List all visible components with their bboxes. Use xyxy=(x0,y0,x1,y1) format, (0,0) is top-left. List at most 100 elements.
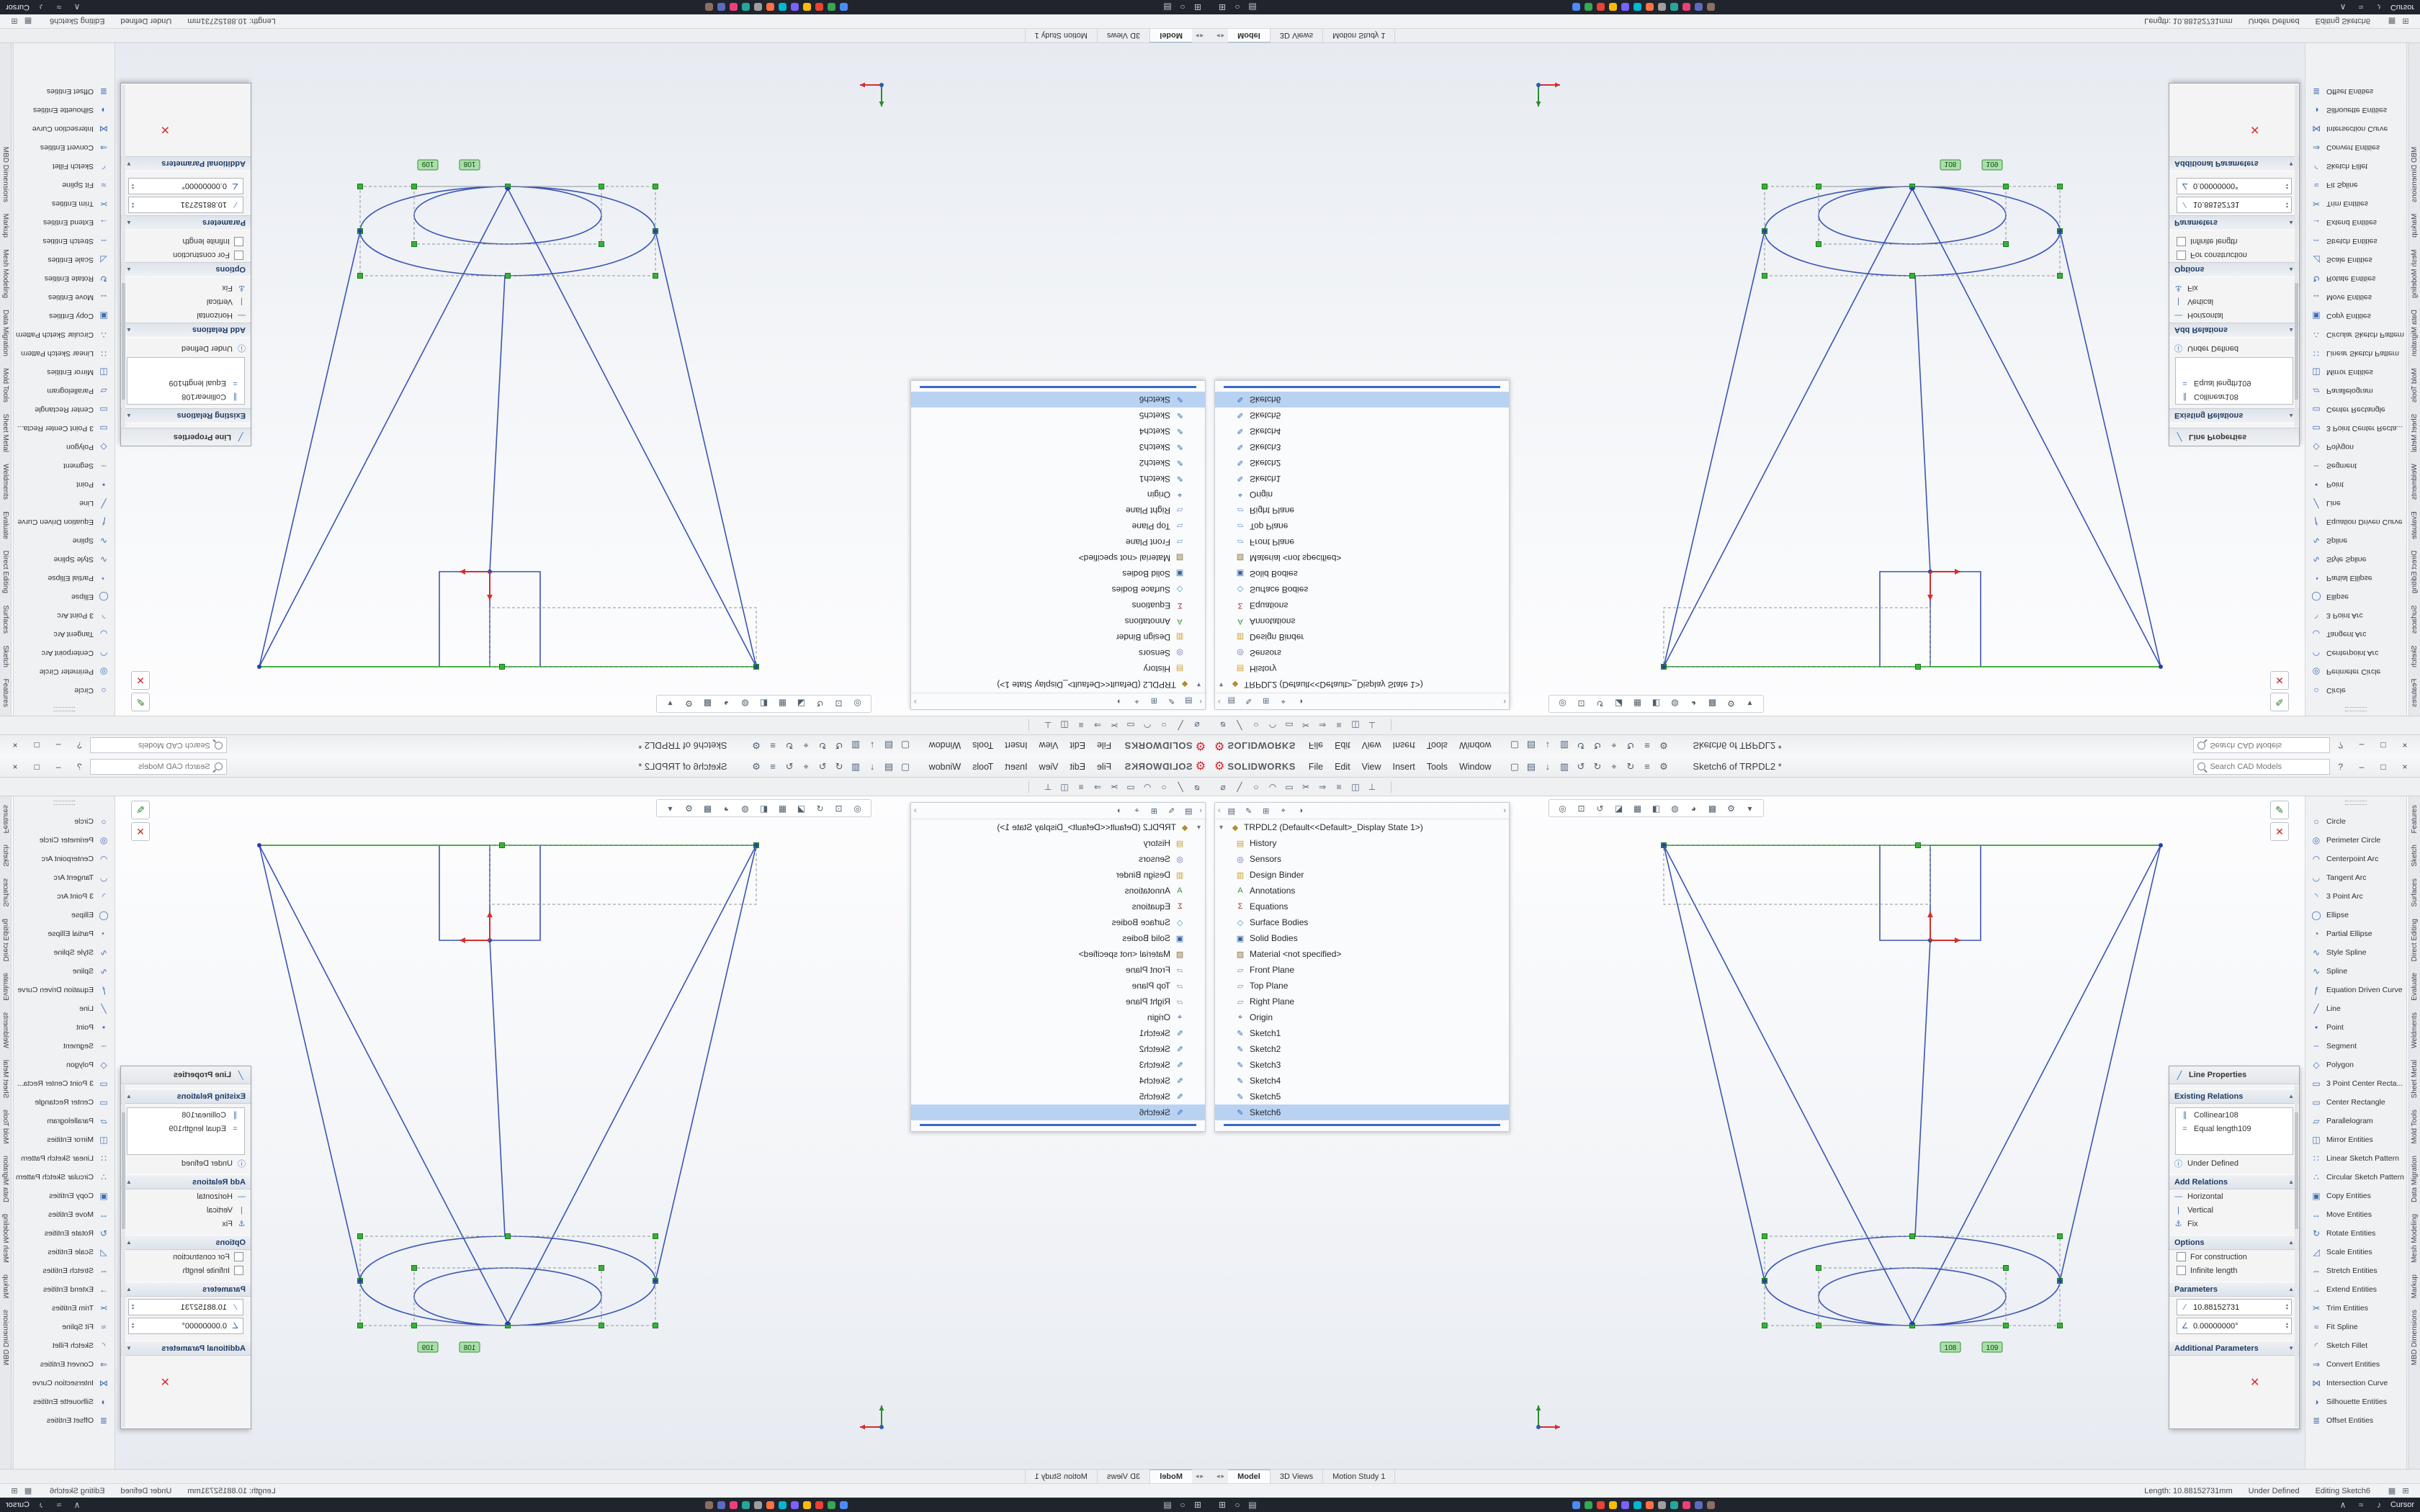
tree-item-front-plane[interactable]: ▱Front Plane xyxy=(1215,962,1509,978)
sketch-tool-button-extend-entities[interactable]: →Extend Entities xyxy=(14,213,115,232)
spinner-icon[interactable]: ▴▾ xyxy=(132,1321,135,1330)
taskbar-app-icon-app-10[interactable] xyxy=(729,1500,738,1509)
document-tab-motion-study-1[interactable]: Motion Study 1 xyxy=(1323,29,1396,42)
add-relation-button-vertical-relation[interactable]: |Vertical xyxy=(121,295,251,309)
taskbar-app-icon-app-7[interactable] xyxy=(1646,1500,1654,1509)
menu-item-insert[interactable]: Insert xyxy=(1005,761,1028,772)
toolbar-icon-file-properties[interactable]: ≡ xyxy=(770,740,776,751)
tree-item-history[interactable]: ▤History xyxy=(911,661,1205,677)
propertymanager-tab-icon[interactable]: ✎ xyxy=(1245,806,1252,816)
dimxpert-tab-icon[interactable]: ⌖ xyxy=(1134,806,1139,815)
status-icon-units[interactable]: ⊞ xyxy=(11,17,18,25)
panel-scrollbar[interactable] xyxy=(122,85,125,427)
parameter-field-angle-parameter[interactable]: ∠0.00000000°▴▾ xyxy=(128,178,243,194)
option-row-infinite-length[interactable]: Infinite length xyxy=(2169,235,2299,248)
relation-row-equal-length-relation[interactable]: =Equal length109 xyxy=(127,1122,244,1135)
sketch-tool-button-convert-entities[interactable]: ⇒Convert Entities xyxy=(2305,1355,2406,1374)
command-tab-data-migration[interactable]: Data Migration xyxy=(2411,1155,2419,1202)
sketch-tool-button-silhouette-entities[interactable]: ◑Silhouette Entities xyxy=(2305,1392,2406,1411)
parameter-field-angle-parameter[interactable]: ∠0.00000000°▴▾ xyxy=(128,1318,243,1334)
sketch-tool-button-polygon[interactable]: ◇Polygon xyxy=(14,438,115,456)
view-icon-expand[interactable]: ▾ xyxy=(1747,698,1752,709)
taskbar-app-icon-app-7[interactable] xyxy=(766,1500,774,1509)
options-header[interactable]: Options ▲ xyxy=(121,1235,251,1250)
toolbar-icon-open[interactable]: ▤ xyxy=(884,760,894,772)
view-icon-hide-show-items[interactable]: ◍ xyxy=(741,698,749,709)
command-tab-mbd-dimensions[interactable]: MBD Dimensions xyxy=(2411,1309,2419,1366)
taskbar-app-icon-app-5[interactable] xyxy=(790,1500,799,1509)
taskbar-app-icon-app-7[interactable] xyxy=(766,3,774,12)
command-icon-trim[interactable]: ✂ xyxy=(1301,781,1310,792)
view-icon-hide-show-items[interactable]: ◍ xyxy=(741,803,749,814)
status-icon-units[interactable]: ⊞ xyxy=(2402,17,2409,25)
tree-item-sketch3[interactable]: ✎Sketch3 xyxy=(911,1057,1205,1073)
sketch-tool-button-parallelogram[interactable]: ▱Parallelogram xyxy=(2305,382,2406,400)
view-icon-display-style[interactable]: ◧ xyxy=(759,698,768,709)
featuremanager-tab-icon[interactable]: ▤ xyxy=(1185,806,1193,816)
document-tab-3d-views[interactable]: 3D Views xyxy=(1096,1470,1150,1483)
sketch-canvas[interactable]: 108 109 xyxy=(252,82,900,708)
add-relations-header[interactable]: Add Relations ▲ xyxy=(2169,1174,2299,1189)
toolbar-icon-undo[interactable]: ↺ xyxy=(1577,760,1585,772)
tree-item-front-plane[interactable]: ▱Front Plane xyxy=(911,962,1205,978)
command-tab-data-migration[interactable]: Data Migration xyxy=(1,310,9,357)
tree-item-origin[interactable]: ⌖Origin xyxy=(1215,1009,1509,1025)
sketch-tool-button-copy-entities[interactable]: ▣Copy Entities xyxy=(2305,307,2406,325)
document-tab-3d-views[interactable]: 3D Views xyxy=(1096,29,1150,42)
command-tab-evaluate[interactable]: Evaluate xyxy=(2411,511,2419,540)
graphics-area[interactable]: ◎⊡↺◪▦◧◍◕▩⚙▾ xyxy=(1210,43,2420,716)
document-tab-model[interactable]: Model xyxy=(1228,1470,1270,1483)
toolbar-icon-rebuild[interactable]: ↻ xyxy=(785,740,794,752)
taskbar-app-icon-app-6[interactable] xyxy=(1634,1500,1642,1509)
taskbar-app-icon-app-11[interactable] xyxy=(1695,3,1703,12)
add-relation-button-vertical-relation[interactable]: |Vertical xyxy=(2169,1203,2299,1217)
command-tab-surfaces[interactable]: Surfaces xyxy=(1,605,9,634)
sketch-tool-button-offset-entities[interactable]: ≣Offset Entities xyxy=(14,82,115,101)
sketch-tool-button-rotate-entities[interactable]: ↻Rotate Entities xyxy=(14,1224,115,1243)
document-tab-model[interactable]: Model xyxy=(1150,1470,1192,1483)
sketch-tool-button-spline[interactable]: ∿Spline xyxy=(14,531,115,550)
relation-row-collinear-relation[interactable]: ∥Collinear108 xyxy=(127,390,244,404)
taskbar-app-icon-app-5[interactable] xyxy=(1621,1500,1630,1509)
configurationmanager-tab-icon[interactable]: ⊞ xyxy=(1263,696,1270,706)
sketch-tool-button-trim-entities[interactable]: ✂Trim Entities xyxy=(2305,194,2406,213)
view-icon-edit-appearance[interactable]: ◕ xyxy=(1690,698,1697,709)
tree-item-surface-bodies[interactable]: ◇Surface Bodies xyxy=(1215,582,1509,598)
add-relation-button-fix-relation[interactable]: ⚓Fix xyxy=(121,282,251,295)
sketch-points[interactable] xyxy=(257,843,758,1326)
option-row-for-construction[interactable]: For construction xyxy=(2169,248,2299,262)
tree-item-design-binder[interactable]: ▥Design Binder xyxy=(1215,867,1509,883)
existing-relations-header[interactable]: Existing Relations ▲ xyxy=(121,1089,251,1104)
command-tab-markup[interactable]: Markup xyxy=(1,214,9,238)
view-icon-display-style[interactable]: ◧ xyxy=(1652,803,1661,814)
sketch-geometry[interactable] xyxy=(259,845,757,1326)
view-icon-zoom-fit[interactable]: ◎ xyxy=(1559,803,1567,814)
flyout-expand-right-icon[interactable]: › xyxy=(1503,697,1506,706)
sketch-tool-button-mirror-entities[interactable]: ◫Mirror Entities xyxy=(14,1130,115,1149)
existing-relations-list[interactable]: ∥Collinear108=Equal length109 xyxy=(2175,1107,2293,1155)
document-tab-3d-views[interactable]: 3D Views xyxy=(1270,29,1324,42)
add-relation-button-vertical-relation[interactable]: |Vertical xyxy=(2169,295,2299,309)
toolbar-icon-redo[interactable]: ↻ xyxy=(1593,760,1602,772)
taskbar-app-icon-app-9[interactable] xyxy=(741,3,750,12)
command-tab-direct-editing[interactable]: Direct Editing xyxy=(1,918,9,961)
taskbar-app-icon-app-11[interactable] xyxy=(717,3,725,12)
sketch-tool-button-three-point-center-rectangle[interactable]: ▭3 Point Center Recta... xyxy=(14,1074,115,1093)
sketch-tool-button-centerpoint-arc[interactable]: ◠Centerpoint Arc xyxy=(2305,644,2406,662)
exit-sketch-icon[interactable]: ✎ xyxy=(131,693,150,711)
minimize-button[interactable]: – xyxy=(2359,761,2365,772)
additional-parameters-header[interactable]: Additional Parameters ▼ xyxy=(2169,1341,2299,1356)
command-icon-display-relations[interactable]: ⊥ xyxy=(1044,720,1052,731)
featuremanager-tab-icon[interactable]: ▤ xyxy=(1185,696,1193,706)
cancel-sketch-icon[interactable]: ✕ xyxy=(2270,671,2289,690)
command-icon-line[interactable]: ╱ xyxy=(1178,781,1183,792)
view-icon-zoom-fit[interactable]: ◎ xyxy=(1559,698,1567,709)
menu-item-window[interactable]: Window xyxy=(1458,761,1492,772)
parameters-header[interactable]: Parameters ▲ xyxy=(2169,215,2299,230)
tree-item-design-binder[interactable]: ▥Design Binder xyxy=(911,867,1205,883)
